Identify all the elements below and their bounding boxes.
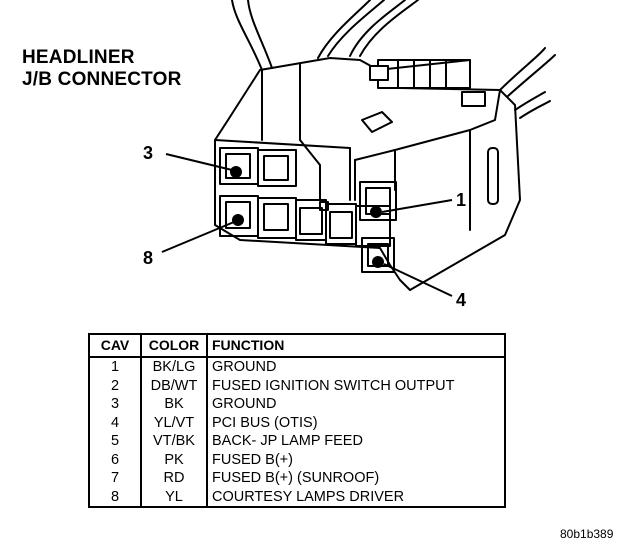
function-cell: GROUND (206, 357, 506, 377)
cavity-4-dot (372, 256, 384, 268)
table-row: 7 RD FUSED B(+) (SUNROOF) (88, 469, 506, 488)
cav-cell: 7 (88, 469, 142, 488)
cav-cell: 1 (88, 357, 142, 377)
color-cell: YL/VT (140, 413, 208, 432)
function-cell: PCI BUS (OTIS) (206, 413, 506, 432)
cav-cell: 5 (88, 432, 142, 451)
header-cav: CAV (88, 333, 142, 358)
function-cell: GROUND (206, 395, 506, 414)
function-cell: COURTESY LAMPS DRIVER (206, 487, 506, 508)
cavity-3-dot (230, 166, 242, 178)
wire-bundle (231, 0, 556, 119)
function-cell: BACK- JP LAMP FEED (206, 432, 506, 451)
diagram-title-line-2: J/B CONNECTOR (22, 69, 182, 90)
table-row: 3 BK GROUND (88, 395, 506, 414)
color-cell: RD (140, 469, 208, 488)
table-row: 5 VT/BK BACK- JP LAMP FEED (88, 432, 506, 451)
color-cell: BK/LG (140, 357, 208, 377)
header-color: COLOR (140, 333, 208, 358)
cav-cell: 3 (88, 395, 142, 414)
cavity-8-dot (232, 214, 244, 226)
connector-illustration (161, 0, 556, 297)
cav-cell: 4 (88, 413, 142, 432)
table-row: 6 PK FUSED B(+) (88, 450, 506, 469)
cav-cell: 2 (88, 376, 142, 395)
callout-leader-lines (161, 153, 453, 297)
function-cell: FUSED IGNITION SWITCH OUTPUT (206, 376, 506, 395)
cavity-grid (219, 147, 397, 273)
color-cell: YL (140, 487, 208, 508)
color-cell: BK (140, 395, 208, 414)
table-row: 4 YL/VT PCI BUS (OTIS) (88, 413, 506, 432)
color-cell: PK (140, 450, 208, 469)
connector-housing (214, 57, 521, 291)
callout-pin-1: 1 (456, 190, 467, 210)
color-cell: VT/BK (140, 432, 208, 451)
table-row: 8 YL COURTESY LAMPS DRIVER (88, 487, 506, 508)
table-row: 2 DB/WT FUSED IGNITION SWITCH OUTPUT (88, 376, 506, 395)
callout-pin-8: 8 (143, 248, 154, 268)
callout-pin-3: 3 (143, 143, 154, 163)
cav-cell: 6 (88, 450, 142, 469)
function-cell: FUSED B(+) (206, 450, 506, 469)
function-cell: FUSED B(+) (SUNROOF) (206, 469, 506, 488)
cavity-1-dot (370, 206, 382, 218)
cav-cell: 8 (88, 487, 142, 508)
pinout-table: CAV COLOR FUNCTION 1 BK/LG GROUND 2 DB/W… (88, 333, 506, 508)
callout-pin-4: 4 (456, 290, 467, 310)
table-row: 1 BK/LG GROUND (88, 357, 506, 377)
pin-dots (230, 166, 384, 268)
figure-code: 80b1b389 (560, 527, 614, 541)
color-cell: DB/WT (140, 376, 208, 395)
diagram-title-line-1: HEADLINER (22, 47, 135, 68)
header-function: FUNCTION (206, 333, 506, 358)
pinout-table-header: CAV COLOR FUNCTION (88, 333, 506, 358)
